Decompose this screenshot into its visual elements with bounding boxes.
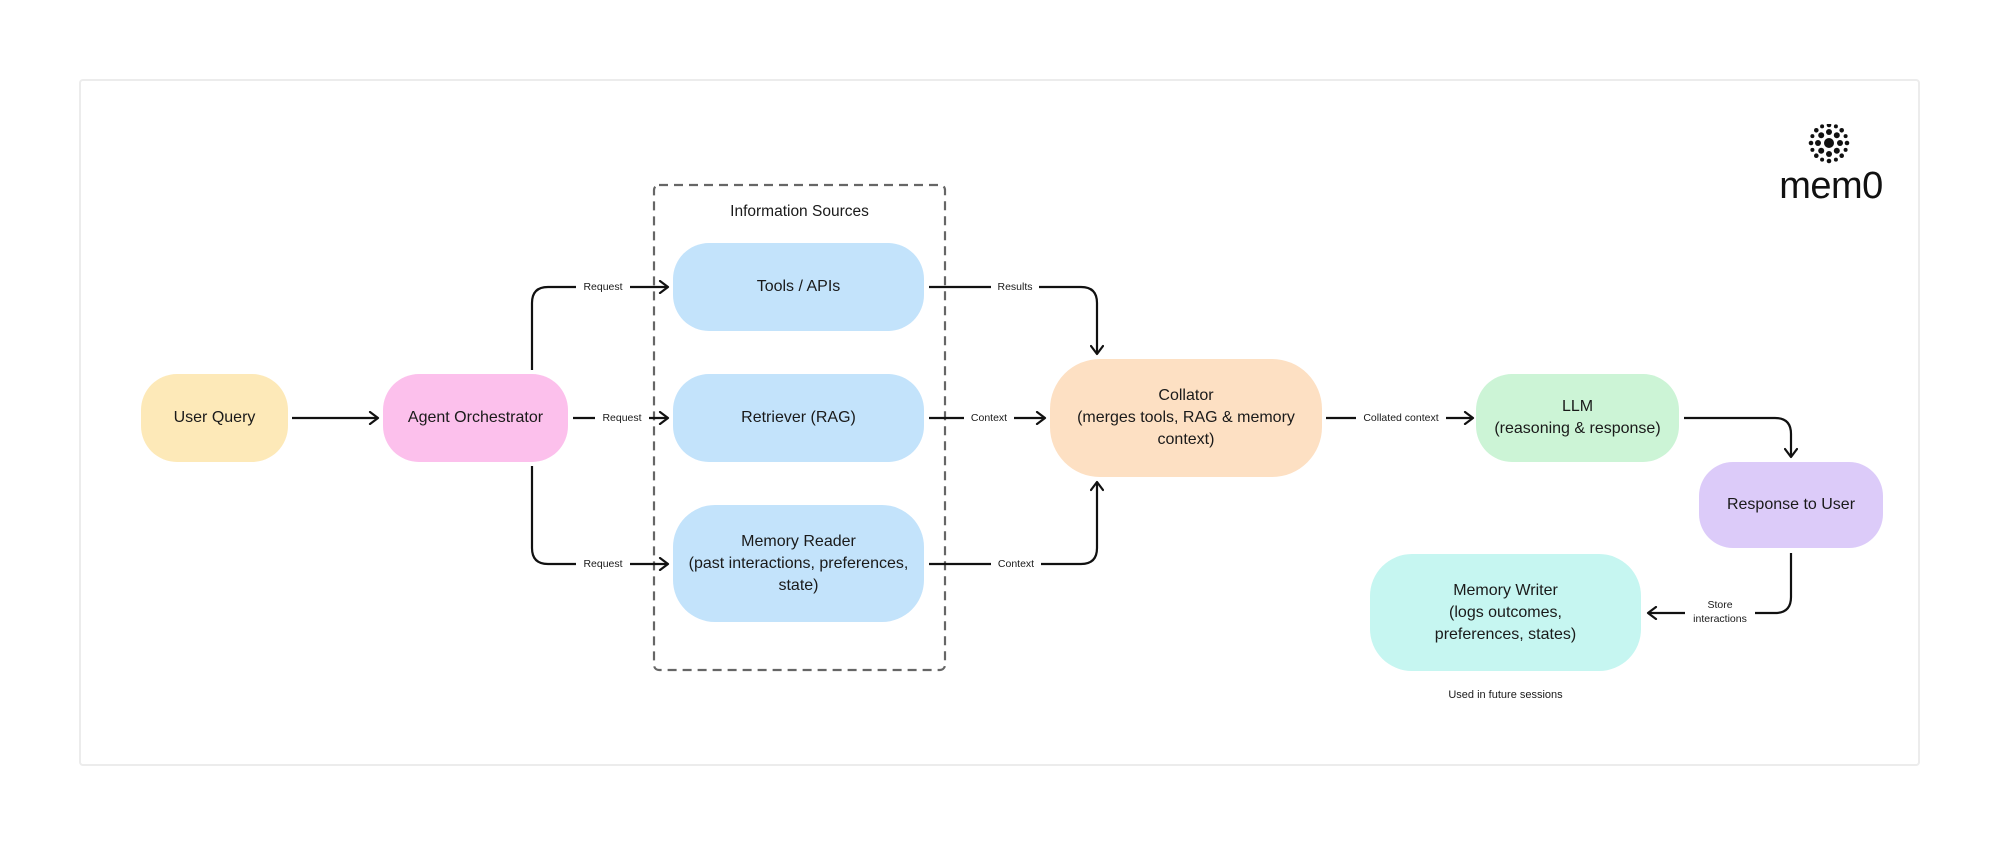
diagram-frame — [79, 79, 1920, 766]
edge-request-memory — [530, 466, 668, 564]
tools-apis-label: Tools / APIs — [756, 278, 841, 295]
edge-label-context-memory: Context — [991, 557, 1041, 571]
response-to-user-node: Response to User — [1699, 462, 1883, 548]
edge-request-tools — [530, 287, 668, 370]
retriever-label: Retriever (RAG) — [741, 409, 856, 426]
edge-label-collated-context: Collated context — [1356, 411, 1446, 425]
retriever-node: Retriever (RAG) — [673, 374, 924, 462]
edge-label-results: Results — [991, 280, 1039, 294]
edge-llm-to-response — [1684, 416, 1791, 457]
edge-label-store-interactions: Store interactions — [1685, 598, 1755, 626]
collator-label: Collator (merges tools, RAG & memory con… — [1077, 387, 1295, 448]
edge-label-request-retriever: Request — [595, 411, 649, 425]
memory-reader-node: Memory Reader (past interactions, prefer… — [673, 505, 924, 622]
llm-node: LLM (reasoning & response) — [1476, 374, 1679, 462]
memory-reader-label: Memory Reader (past interactions, prefer… — [688, 532, 909, 594]
edge-store-interactions — [1648, 553, 1793, 613]
user-query-label: User Query — [173, 409, 256, 426]
logo-wordmark: mem0 — [1779, 165, 1883, 207]
edge-label-request-tools: Request — [576, 280, 630, 294]
agent-orchestrator-node: Agent Orchestrator — [383, 374, 568, 462]
collator-node: Collator (merges tools, RAG & memory con… — [1050, 359, 1322, 477]
edge-context-memory — [929, 482, 1097, 566]
information-sources-title: Information Sources — [730, 203, 869, 220]
user-query-node: User Query — [141, 374, 288, 462]
edge-results — [929, 285, 1097, 354]
memory-writer-node: Memory Writer (logs outcomes, preference… — [1370, 554, 1641, 671]
llm-label: LLM (reasoning & response) — [1494, 398, 1661, 437]
agent-orchestrator-label: Agent Orchestrator — [407, 409, 544, 426]
tools-apis-node: Tools / APIs — [673, 243, 924, 331]
memory-writer-label: Memory Writer (logs outcomes, preference… — [1434, 581, 1577, 643]
memory-writer-caption: Used in future sessions — [1448, 689, 1563, 701]
edge-label-context-retriever: Context — [964, 411, 1014, 425]
mem0-logo-icon — [1808, 124, 1850, 164]
response-to-user-label: Response to User — [1726, 496, 1856, 513]
information-sources-group — [652, 183, 947, 672]
edge-label-request-memory: Request — [576, 557, 630, 571]
